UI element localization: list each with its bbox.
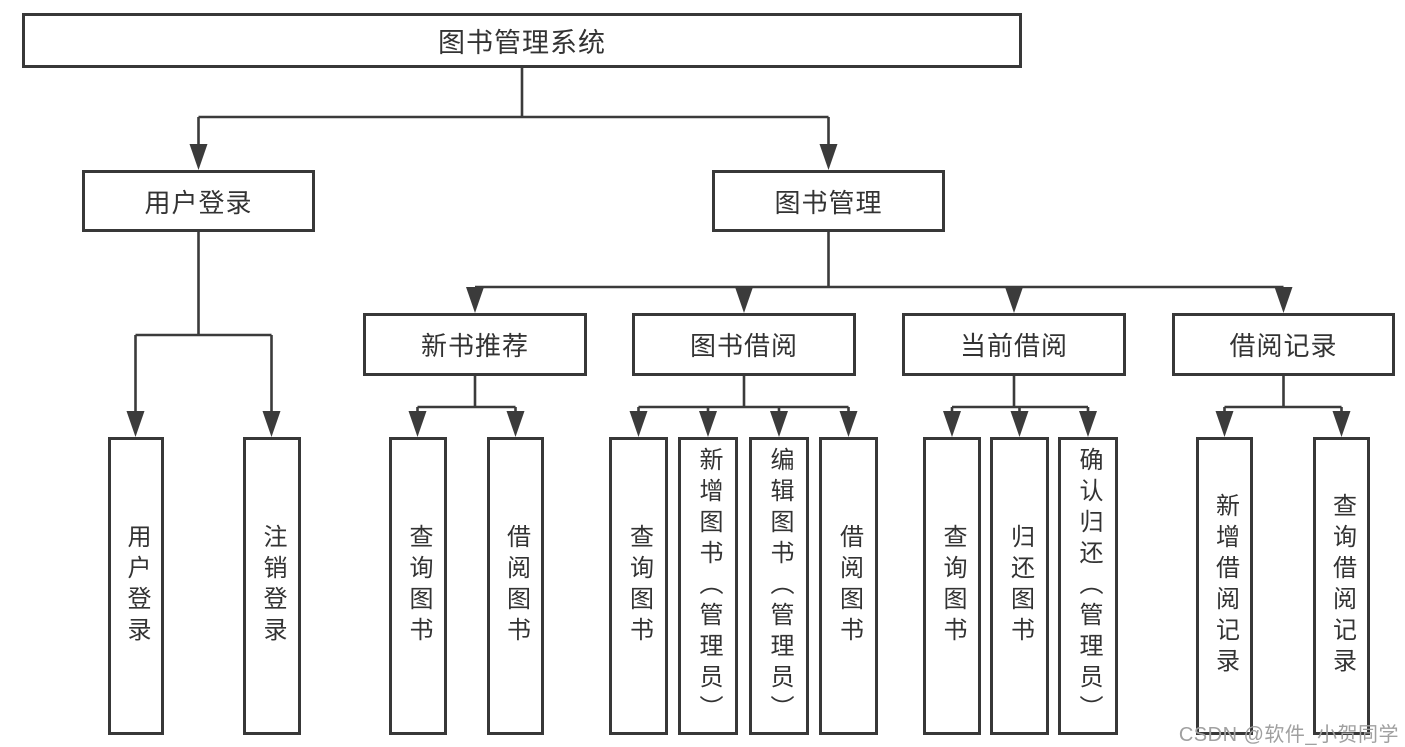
node-label-confirm-return-admin: 确认归还（管理员） — [1075, 446, 1102, 726]
arrowhead-icon — [189, 144, 208, 170]
arrowhead-icon — [819, 144, 838, 170]
node-query-books-recommend: 查询图书 — [389, 437, 447, 735]
arrowhead-icon — [262, 411, 281, 437]
arrowhead-icon — [506, 411, 525, 437]
arrowhead-icon — [1274, 287, 1293, 313]
node-logout-op: 注销登录 — [243, 437, 301, 735]
node-label-book-borrowing: 图书借阅 — [689, 331, 798, 361]
arrowhead-icon — [466, 287, 484, 313]
node-label-current-borrowing: 当前借阅 — [959, 331, 1068, 361]
node-borrow-books-recommend: 借阅图书 — [487, 437, 544, 735]
node-query-books-borrowing: 查询图书 — [609, 437, 668, 735]
connector-from-borrowing-records — [1223, 376, 1343, 417]
node-query-books-current: 查询图书 — [923, 437, 981, 735]
node-label-query-books-borrowing: 查询图书 — [625, 524, 653, 648]
node-label-borrow-books-borrowing: 借阅图书 — [835, 524, 863, 648]
node-label-user-login-op: 用户登录 — [123, 524, 150, 648]
node-library-management-system: 图书管理系统 — [22, 13, 1022, 68]
node-label-add-borrow-record: 新增借阅记录 — [1211, 493, 1239, 679]
connector-from-new-book-recommend — [416, 376, 517, 417]
arrowhead-icon — [839, 411, 858, 437]
node-label-user-login: 用户登录 — [144, 187, 253, 218]
arrowhead-icon — [1215, 411, 1234, 437]
node-label-query-borrow-record: 查询借阅记录 — [1328, 493, 1356, 679]
node-label-query-books-recommend: 查询图书 — [405, 524, 432, 648]
node-add-borrow-record: 新增借阅记录 — [1196, 437, 1253, 735]
node-book-management: 图书管理 — [712, 170, 945, 232]
arrowhead-icon — [1079, 411, 1097, 437]
arrowhead-icon — [629, 411, 648, 437]
arrowhead-icon — [943, 411, 961, 437]
watermark-text: CSDN @软件_小贺同学 — [1178, 724, 1399, 746]
node-return-books: 归还图书 — [990, 437, 1049, 735]
node-current-borrowing: 当前借阅 — [902, 313, 1126, 376]
node-label-library-management-system: 图书管理系统 — [438, 28, 606, 58]
node-query-borrow-record: 查询借阅记录 — [1313, 437, 1370, 735]
arrowhead-icon — [735, 287, 753, 313]
arrowhead-icon — [126, 411, 145, 437]
arrowhead-icon — [1332, 411, 1351, 437]
node-borrowing-records: 借阅记录 — [1172, 313, 1395, 376]
node-user-login: 用户登录 — [82, 170, 315, 232]
node-user-login-op: 用户登录 — [108, 437, 164, 735]
node-edit-books-admin: 编辑图书（管理员） — [749, 437, 809, 735]
arrowhead-icon — [408, 411, 427, 437]
connector-from-book-management — [473, 232, 1285, 293]
node-label-logout-op: 注销登录 — [259, 524, 286, 648]
connector-from-book-borrowing — [637, 376, 850, 417]
node-label-query-books-current: 查询图书 — [939, 524, 966, 648]
node-borrow-books-borrowing: 借阅图书 — [819, 437, 878, 735]
connector-from-library-management-system — [197, 68, 830, 150]
node-book-borrowing: 图书借阅 — [632, 313, 856, 376]
node-confirm-return-admin: 确认归还（管理员） — [1058, 437, 1118, 735]
node-label-borrowing-records: 借阅记录 — [1229, 331, 1338, 361]
node-label-borrow-books-recommend: 借阅图书 — [502, 524, 530, 648]
node-add-books-admin: 新增图书（管理员） — [678, 437, 738, 735]
arrowhead-icon — [770, 411, 788, 437]
arrowhead-icon — [1010, 411, 1029, 437]
node-label-edit-books-admin: 编辑图书（管理员） — [766, 446, 793, 726]
node-label-add-books-admin: 新增图书（管理员） — [695, 446, 722, 726]
connector-from-user-login — [134, 232, 273, 417]
arrowhead-icon — [699, 411, 717, 437]
node-label-return-books: 归还图书 — [1006, 524, 1034, 648]
node-new-book-recommend: 新书推荐 — [363, 313, 587, 376]
connector-from-current-borrowing — [950, 376, 1090, 417]
node-label-book-management: 图书管理 — [774, 187, 883, 218]
node-label-new-book-recommend: 新书推荐 — [420, 331, 529, 361]
arrowhead-icon — [1005, 287, 1023, 313]
